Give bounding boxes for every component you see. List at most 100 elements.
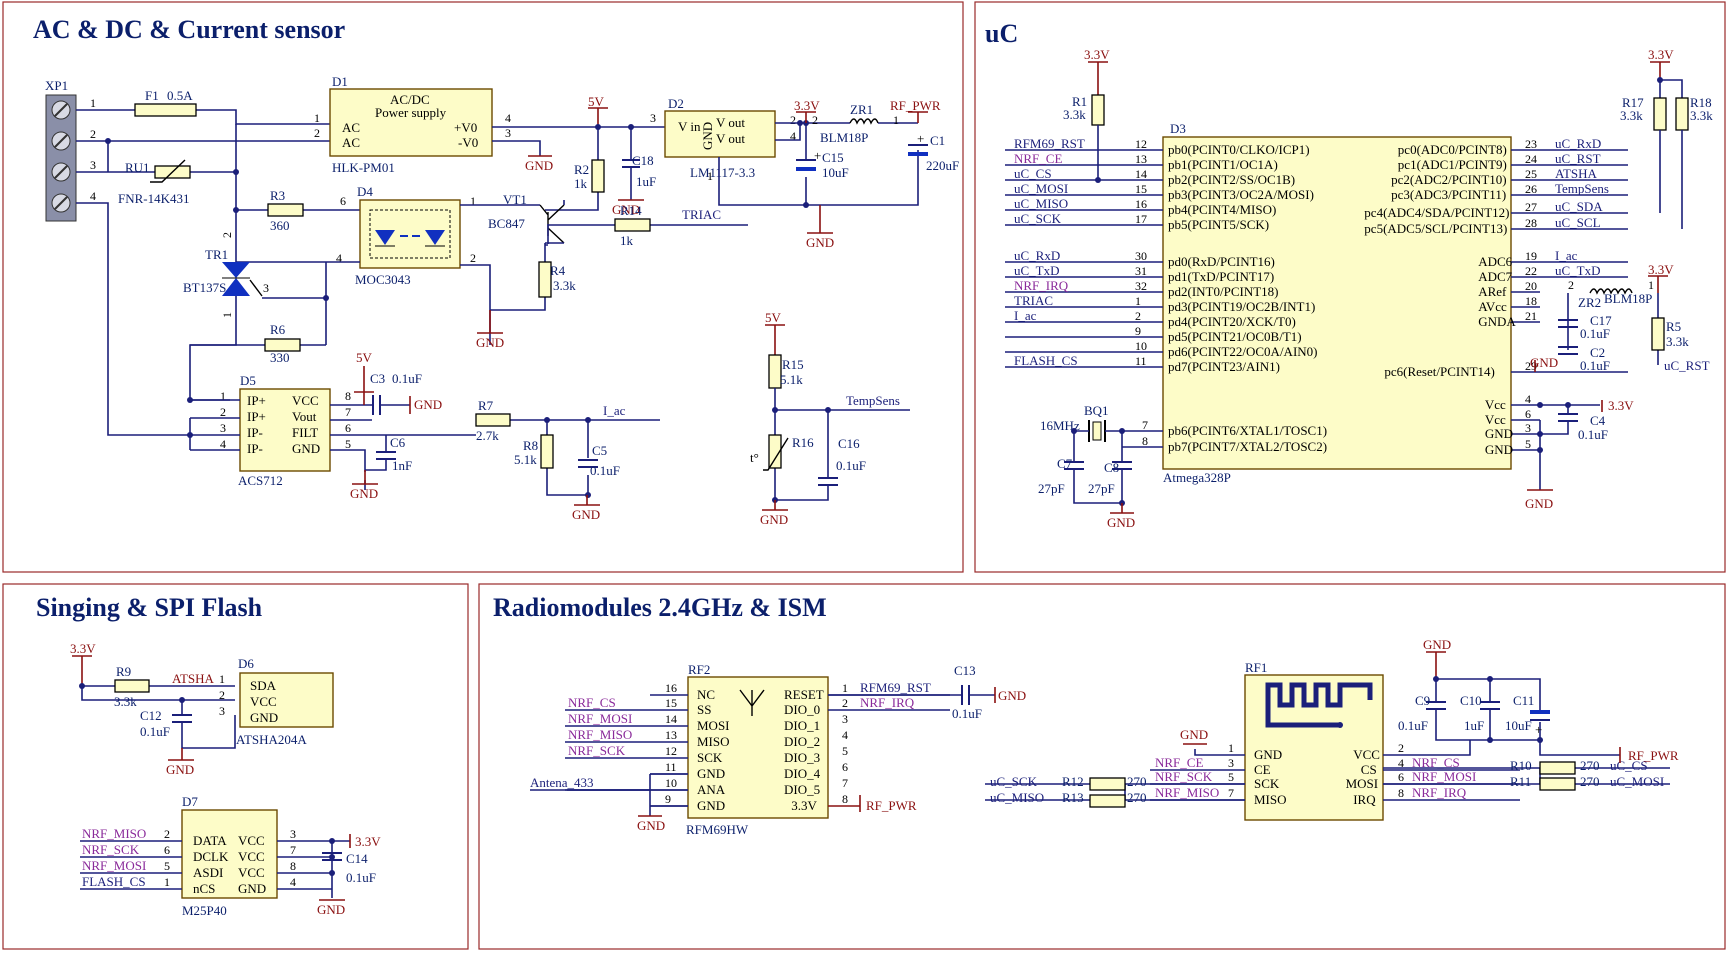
d5-in1: IP- bbox=[247, 425, 263, 440]
d2-vout1: V out bbox=[716, 115, 745, 130]
rf2-left-pin-name: ANA bbox=[697, 782, 726, 797]
uc-left-net: uC_MOSI bbox=[1014, 181, 1068, 196]
r5-label: R5 bbox=[1666, 319, 1681, 334]
uc-right-pin-name: pc3(ADC3/PCINT11) bbox=[1391, 187, 1506, 202]
gnd-c18: GND bbox=[612, 202, 640, 217]
uc-right-pin-number: 20 bbox=[1525, 279, 1537, 293]
d4-label: D4 bbox=[357, 184, 373, 199]
net-tempsens: TempSens bbox=[846, 393, 900, 408]
rf1-left-net: NRF_CE bbox=[1155, 755, 1203, 770]
uc-right-pin-name: Vcc bbox=[1485, 412, 1506, 427]
r9-label: R9 bbox=[116, 664, 131, 679]
uc-left-net: TRIAC bbox=[1014, 293, 1053, 308]
d7-left-net: FLASH_CS bbox=[82, 874, 146, 889]
c14-label: C14 bbox=[346, 851, 368, 866]
uc-right-pin-name: GND bbox=[1485, 426, 1513, 441]
rf2-left-pin-number: 9 bbox=[665, 792, 671, 806]
r8-value: 5.1k bbox=[514, 452, 537, 467]
uc-right-pin-name: pc0(ADC0/PCINT8) bbox=[1398, 142, 1507, 157]
rf2-left-net: NRF_MOSI bbox=[568, 711, 632, 726]
uc-left-pin-name: pd0(RxD/PCINT16) bbox=[1168, 254, 1275, 269]
uc-left-pin-name: pb0(PCINT0/CLKO/ICP1) bbox=[1168, 142, 1310, 157]
uc-left-pin-number: 14 bbox=[1135, 167, 1147, 181]
rf2-right-pin-number: 1 bbox=[842, 681, 848, 695]
rf2-right-pin-name: DIO_0 bbox=[784, 702, 820, 717]
svg-text:6: 6 bbox=[345, 421, 351, 435]
d1-part: HLK-PM01 bbox=[332, 160, 395, 175]
r17-label: R17 bbox=[1622, 95, 1644, 110]
uc-left-pin-name: pb4(PCINT4/MISO) bbox=[1168, 202, 1276, 217]
net-uc-sck: uC_SCK bbox=[990, 774, 1038, 789]
rf1-left-pin-number: 7 bbox=[1228, 786, 1234, 800]
rfpwr-rf1: RF_PWR bbox=[1628, 748, 1679, 763]
rf2-right-net: RFM69_RST bbox=[860, 680, 931, 695]
c2-value: 0.1uF bbox=[1580, 358, 1610, 373]
rf1-left-pin-number: 1 bbox=[1228, 741, 1234, 755]
uc-right-pin-name: pc6(Reset/PCINT14) bbox=[1384, 364, 1494, 379]
uc-right-net: uC_TxD bbox=[1555, 263, 1601, 278]
resistor-r17 bbox=[1653, 97, 1667, 131]
gnd-c5: GND bbox=[572, 507, 600, 522]
uc-right-pin-number: 21 bbox=[1525, 309, 1537, 323]
uc-right-net: TempSens bbox=[1555, 181, 1609, 196]
uc-right-pin-number: 29 bbox=[1525, 359, 1537, 373]
uc-left-pin-name: pb3(PCINT3/OC2A/MOSI) bbox=[1168, 187, 1314, 202]
d5-gnd: GND bbox=[292, 441, 320, 456]
c15-value: 10uF bbox=[822, 165, 849, 180]
resistor-r4 bbox=[538, 261, 552, 298]
uc-right-pin-name: ADC7 bbox=[1478, 269, 1512, 284]
thermistor-r16 bbox=[768, 434, 782, 469]
gnd-d6: GND bbox=[166, 762, 194, 777]
rf2-left-pin-number: 16 bbox=[665, 681, 677, 695]
d6-label: D6 bbox=[238, 656, 254, 671]
uc-left-net: uC_CS bbox=[1014, 166, 1052, 181]
uc-left-pin-name: pd5(PCINT21/OC0B/T1) bbox=[1168, 329, 1302, 344]
rf2-left-pin-name: SS bbox=[697, 702, 711, 717]
svg-text:1: 1 bbox=[90, 96, 96, 110]
uc-left-net: RFM69_RST bbox=[1014, 136, 1085, 151]
rf2-left-pin-name: GND bbox=[697, 798, 725, 813]
d1-ac2: AC bbox=[342, 135, 360, 150]
rf1-right-pin-name: IRQ bbox=[1353, 792, 1376, 807]
rf2-right-pin-number: 4 bbox=[842, 728, 848, 742]
title-flash: Singing & SPI Flash bbox=[36, 593, 263, 622]
v33-vcc: 3.3V bbox=[1608, 398, 1634, 413]
svg-text:1: 1 bbox=[220, 312, 234, 318]
c13-label: C13 bbox=[954, 663, 976, 678]
r5-value: 3.3k bbox=[1666, 334, 1689, 349]
gnd-d3: GND bbox=[1525, 496, 1553, 511]
rf1-right-pin-number: 2 bbox=[1398, 741, 1404, 755]
c16-value: 0.1uF bbox=[836, 458, 866, 473]
d3-label: D3 bbox=[1170, 121, 1186, 136]
uc-left-net: uC_TxD bbox=[1014, 263, 1060, 278]
c11-label: C11 bbox=[1513, 693, 1534, 708]
rf2-left-pin-name: SCK bbox=[697, 750, 723, 765]
rf2-left-pin-name: GND bbox=[697, 766, 725, 781]
uc-right-pin-name: GND bbox=[1485, 442, 1513, 457]
svg-text:1: 1 bbox=[893, 113, 899, 127]
r2-value: 1k bbox=[574, 176, 588, 191]
resistor-r13 bbox=[1089, 794, 1126, 808]
resistor-r7 bbox=[475, 413, 511, 427]
chip-d2 bbox=[664, 110, 776, 158]
uc-right-pin-name: AVcc bbox=[1478, 299, 1507, 314]
uc-left-pin-number: 31 bbox=[1135, 264, 1147, 278]
c18-label: C18 bbox=[632, 153, 654, 168]
d6-part: ATSHA204A bbox=[236, 732, 307, 747]
r1-label: R1 bbox=[1072, 94, 1087, 109]
chip-d5 bbox=[239, 388, 331, 472]
title-ac: AC & DC & Current sensor bbox=[33, 15, 345, 44]
d7-left-pin-number: 5 bbox=[164, 859, 170, 873]
d7-right-pin-name: VCC bbox=[238, 865, 265, 880]
rf2-right-pin-number: 2 bbox=[842, 696, 848, 710]
gnd-rf2: GND bbox=[637, 818, 665, 833]
c3-value: 0.1uF bbox=[392, 371, 422, 386]
r18-value: 3.3k bbox=[1690, 108, 1713, 123]
d7-label: D7 bbox=[182, 794, 198, 809]
svg-text:3: 3 bbox=[505, 126, 511, 140]
c17-label: C17 bbox=[1590, 313, 1612, 328]
rf1-label: RF1 bbox=[1245, 660, 1267, 675]
c15-label: C15 bbox=[822, 150, 844, 165]
gnd-c3: GND bbox=[414, 397, 442, 412]
